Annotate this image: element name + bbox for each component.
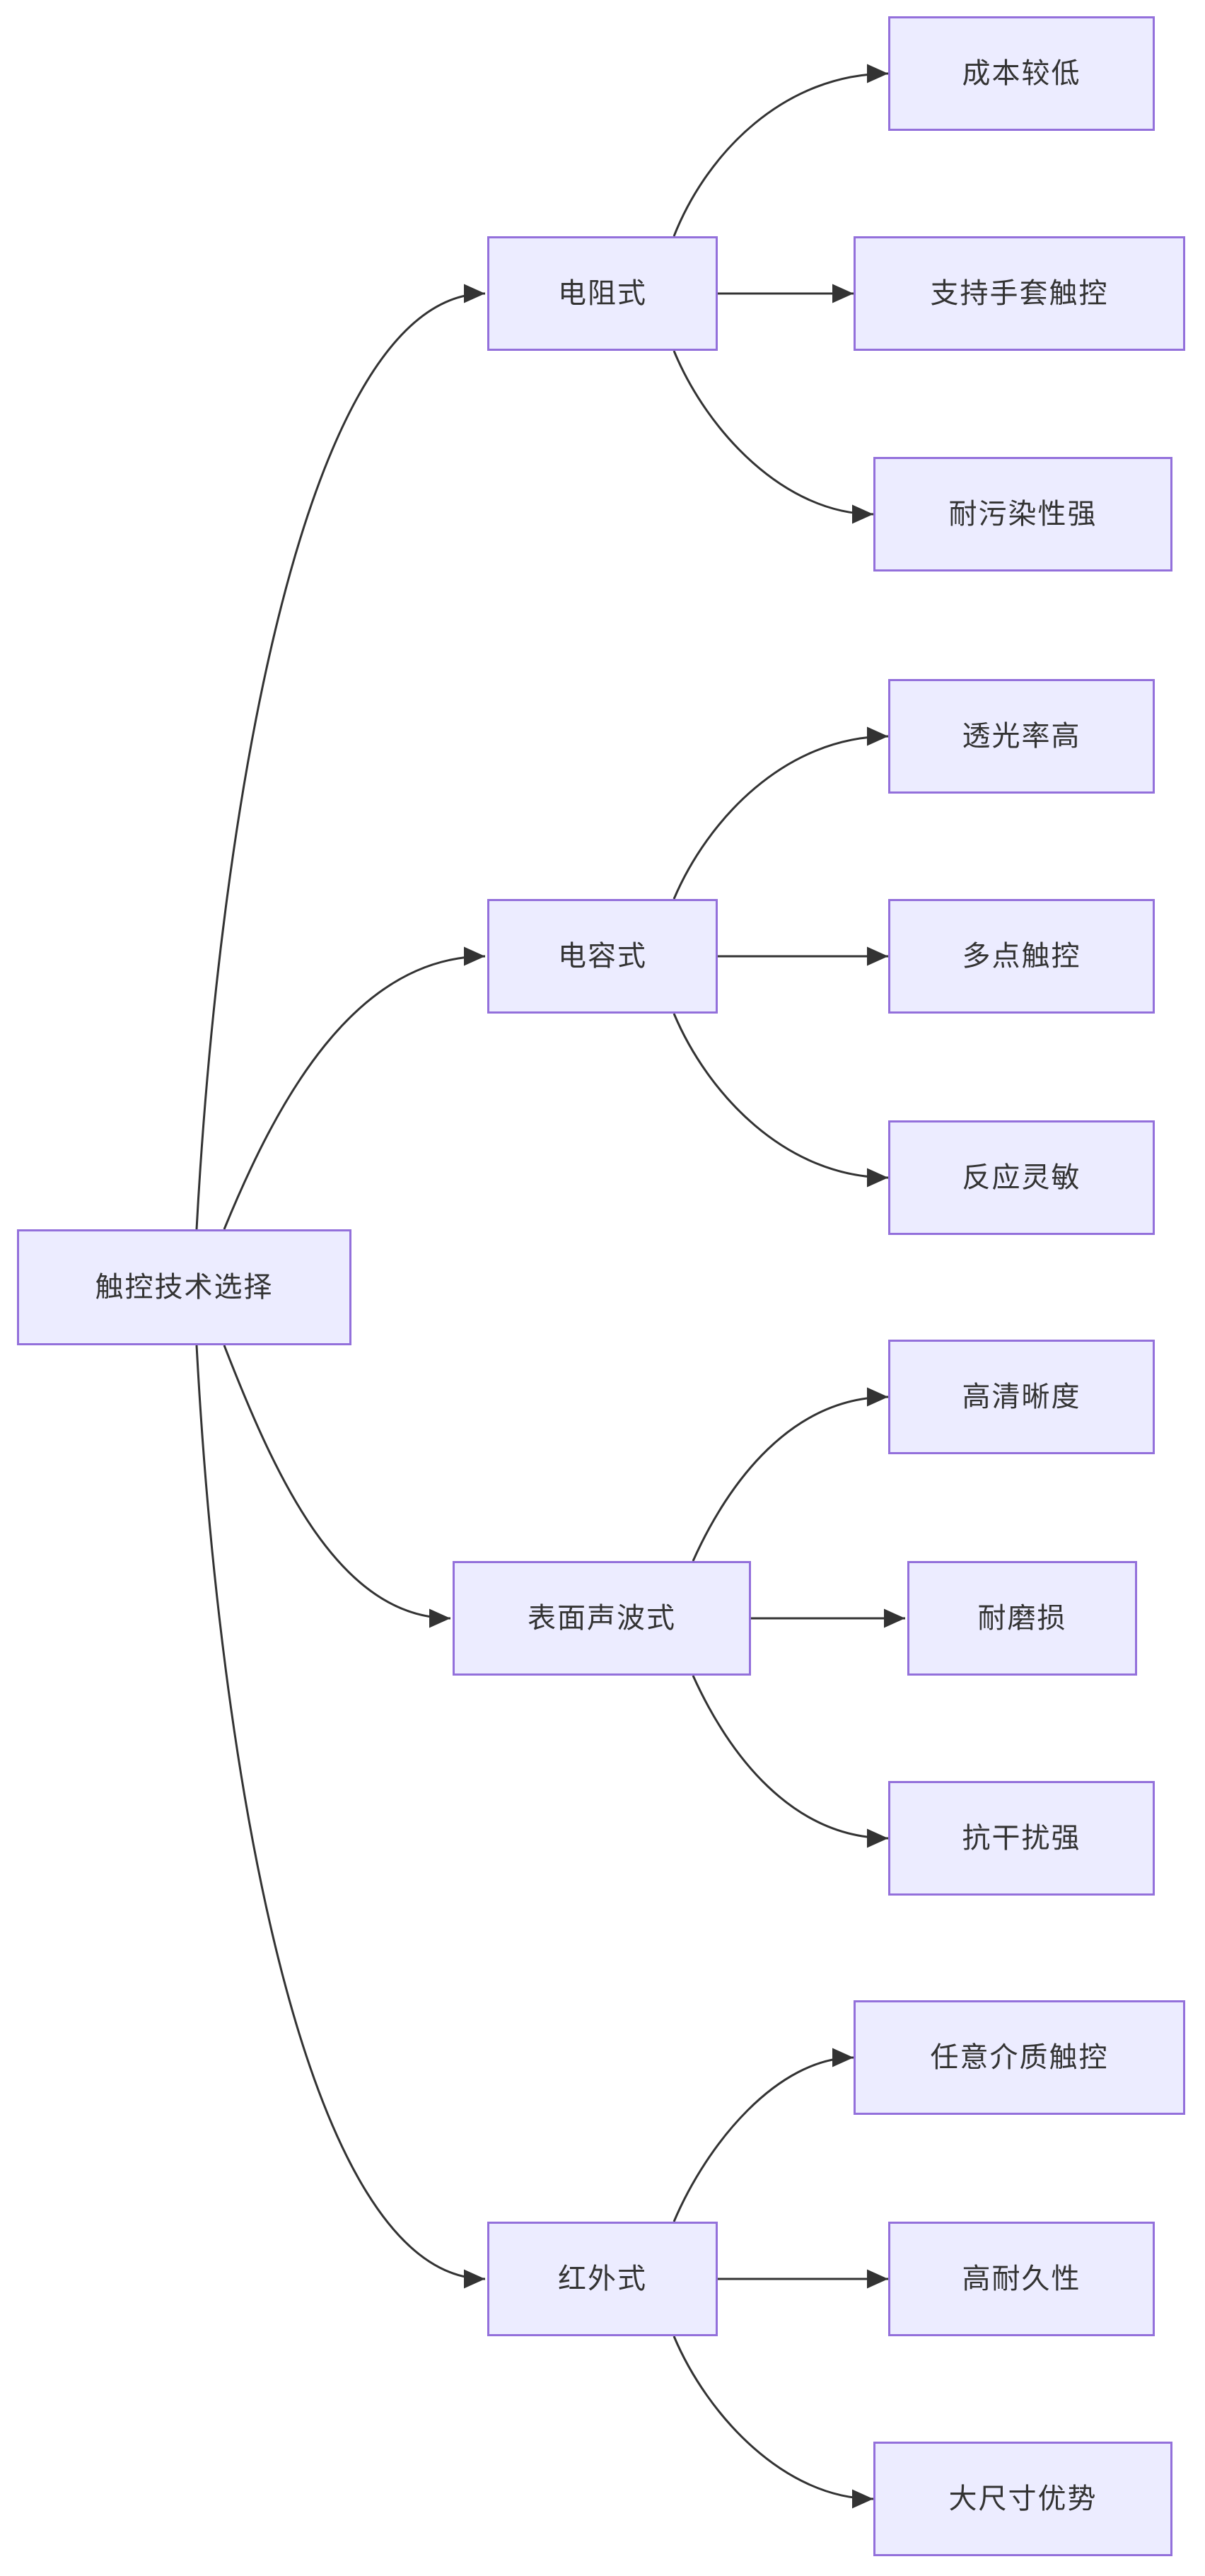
node-saw: 表面声波式 [453,1561,751,1676]
edge-saw-anti-interference [692,1675,889,1848]
edge-root-saw [223,1345,451,1628]
node-high-transmittance: 透光率高 [888,679,1155,794]
node-high-clarity: 高清晰度 [888,1340,1155,1454]
node-wear-resistant: 耐磨损 [907,1561,1137,1676]
node-high-durability: 高耐久性 [888,2222,1155,2336]
edge-infrared-large-size [673,2336,874,2509]
node-fast-response: 反应灵敏 [888,1120,1155,1235]
node-multi-touch: 多点触控 [888,899,1155,1014]
edge-root-infrared [195,1345,486,2289]
edge-root-resistive [195,284,486,1230]
edge-infrared-any-medium [673,2048,854,2222]
edge-saw-high-clarity [692,1387,889,1562]
node-glove-touch: 支持手套触控 [854,236,1185,351]
node-any-medium-touch: 任意介质触控 [854,2000,1185,2115]
node-resistive: 电阻式 [487,236,718,351]
node-low-cost: 成本较低 [888,16,1155,131]
edge-resistive-low-cost [673,64,889,237]
edge-capacitive-high-transmittance [673,726,889,900]
node-capacitive: 电容式 [487,899,718,1014]
node-infrared: 红外式 [487,2222,718,2336]
node-stain-resistant: 耐污染性强 [873,457,1172,572]
edge-root-capacitive [223,946,486,1230]
node-large-size-advantage: 大尺寸优势 [873,2442,1172,2556]
node-root: 触控技术选择 [17,1229,351,1345]
edge-resistive-stain-resistant [673,350,874,524]
edge-capacitive-fast-response [673,1013,889,1188]
node-anti-interference: 抗干扰强 [888,1781,1155,1896]
